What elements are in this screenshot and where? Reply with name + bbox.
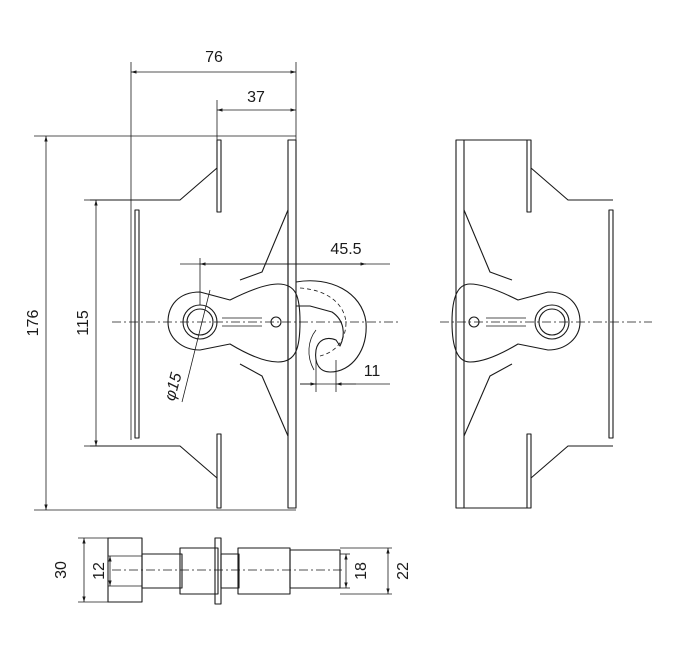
front-right-plate [287,139,297,509]
front-bottom-upright [216,433,222,509]
bottom-right-end [289,549,341,589]
back-lever-link [451,283,581,363]
bottom-rod-mid [220,553,240,589]
back-arm-upper [463,209,513,281]
bottom-mid-block [179,547,219,595]
back-big-hole-inner [538,308,566,336]
back-top-upright [526,139,532,213]
label-12: 12 [91,562,108,580]
back-top-bottom-edges [456,139,531,509]
back-top-shoulder [530,167,613,201]
label-76: 76 [205,49,223,66]
label-30: 30 [53,561,70,579]
dim-phi-leader [181,289,211,403]
label-45-5: 45.5 [330,241,361,258]
front-bottom-shoulder [90,445,218,479]
back-right-slot [608,209,614,439]
bottom-view [107,537,345,605]
label-phi-15: φ15 [162,371,186,403]
front-link-bar [222,317,262,327]
back-left-plate [455,139,465,509]
front-hook-hidden [299,287,347,357]
label-176: 176 [25,310,42,337]
front-hook [295,280,367,373]
front-arm-upper [239,209,289,281]
front-view [90,139,367,509]
dimension-labels: 76 37 176 115 45.5 11 φ15 30 12 18 22 [25,49,412,580]
back-arm-lower [463,363,513,437]
front-top-upright [216,139,222,213]
front-left-slot [134,209,140,439]
back-bottom-shoulder [530,445,613,479]
label-11: 11 [364,363,381,380]
back-bottom-upright [526,433,532,509]
back-link-bar [486,317,526,327]
back-small-pin [468,316,480,328]
label-37: 37 [247,89,265,106]
front-top-shoulder [90,167,218,201]
label-22: 22 [395,562,412,580]
back-view [451,139,614,509]
dimension-lines [34,62,392,603]
front-hook-tip [308,329,317,371]
bottom-right-block [237,547,291,595]
label-18: 18 [353,562,370,580]
label-115: 115 [75,310,92,336]
front-arm-lower [239,363,289,437]
back-big-hole [534,304,570,340]
front-lever-link [167,283,301,363]
bottom-rod-left [141,553,183,589]
